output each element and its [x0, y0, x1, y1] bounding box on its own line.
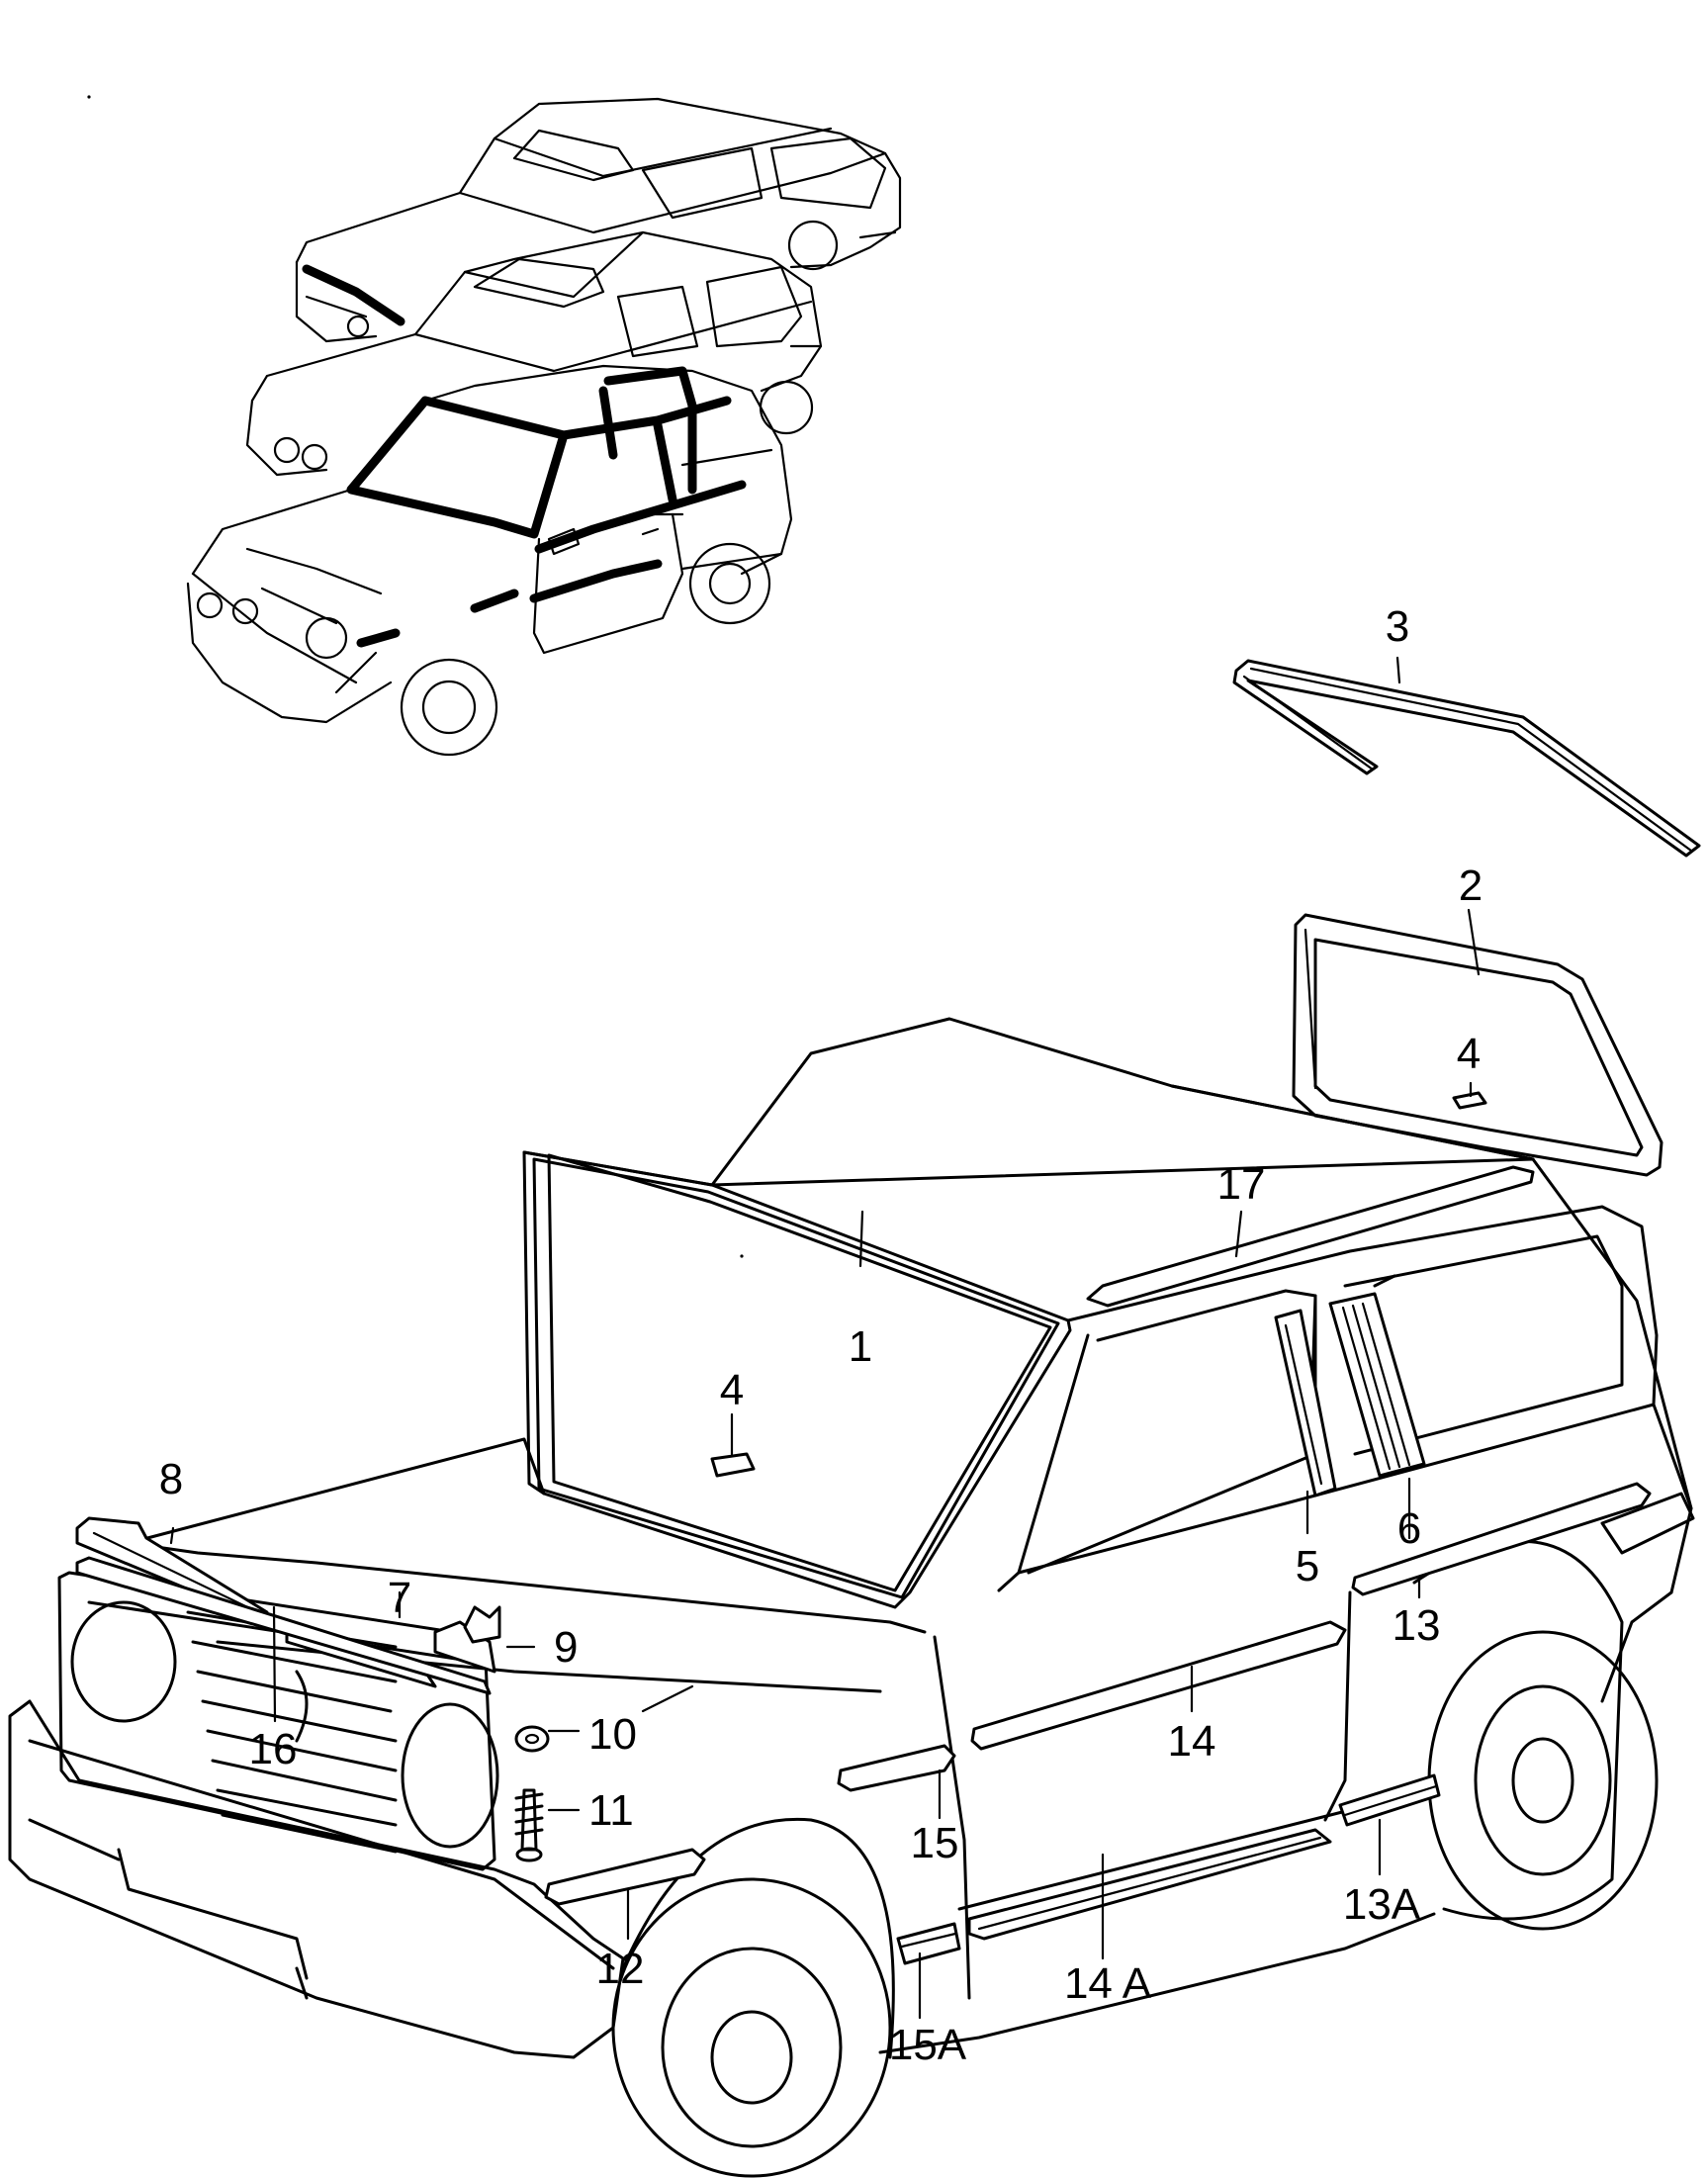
part-13a-rear-sill-trim — [1338, 1773, 1441, 1827]
callouts: 1 2 3 4 4 5 6 7 8 9 10 11 12 13 13A 14 1… — [159, 602, 1483, 2069]
part-14a-sill-moulding — [967, 1828, 1332, 1941]
variant-car-coupe — [295, 97, 902, 343]
callout-12: 12 — [596, 1945, 645, 1993]
callout-10: 10 — [588, 1710, 637, 1759]
variant-car-hatch — [245, 230, 823, 477]
variant-car-saloon — [186, 364, 793, 757]
part-16-grille-strip — [75, 1556, 492, 1695]
callout-15: 15 — [911, 1819, 959, 1867]
callout-8: 8 — [159, 1455, 183, 1503]
part-1-windshield-seal — [532, 1157, 1060, 1599]
callout-13: 13 — [1393, 1601, 1441, 1650]
variant-coupe-highlight — [302, 264, 405, 326]
part-11-screw — [514, 1788, 544, 1862]
part-10-washer — [514, 1725, 550, 1753]
callout-4-upper: 4 — [1457, 1030, 1481, 1078]
leader-lines — [169, 656, 1481, 2020]
callout-16: 16 — [249, 1725, 298, 1773]
part-17-roof-moulding — [1086, 1165, 1535, 1308]
callout-6: 6 — [1397, 1504, 1421, 1553]
callout-5: 5 — [1296, 1542, 1319, 1590]
part-5-pillar-trim — [1274, 1309, 1337, 1497]
part-14-door-moulding — [970, 1620, 1347, 1751]
part-3-window-channel — [1232, 659, 1701, 858]
callout-4-lower: 4 — [720, 1366, 744, 1414]
callout-17: 17 — [1217, 1160, 1266, 1209]
part-12-fender-trim — [544, 1848, 706, 1906]
callout-9: 9 — [554, 1623, 578, 1672]
part-7-grille-moulding — [433, 1620, 496, 1674]
part-4-trim-lower — [710, 1452, 756, 1478]
callout-1: 1 — [849, 1322, 872, 1371]
variant-saloon-highlights — [346, 366, 747, 648]
callout-3: 3 — [1386, 602, 1409, 651]
part-15-door-trim-front — [837, 1744, 956, 1792]
callout-14a: 14 A — [1064, 1959, 1152, 2008]
stray-dot — [740, 1254, 744, 1258]
callout-11: 11 — [588, 1786, 634, 1835]
callout-13a: 13A — [1343, 1880, 1421, 1929]
callout-15a: 15A — [889, 2021, 967, 2069]
part-9-clip — [463, 1605, 501, 1644]
callout-7: 7 — [388, 1574, 411, 1622]
part-13-rear-moulding — [1351, 1482, 1652, 1596]
callout-14: 14 — [1168, 1717, 1216, 1766]
stray-dot — [87, 95, 91, 99]
variant-overview — [186, 97, 902, 757]
part-6-vent-grille — [1328, 1292, 1426, 1478]
callout-2: 2 — [1459, 862, 1483, 910]
part-15a-sill-trim-front — [896, 1922, 961, 1965]
